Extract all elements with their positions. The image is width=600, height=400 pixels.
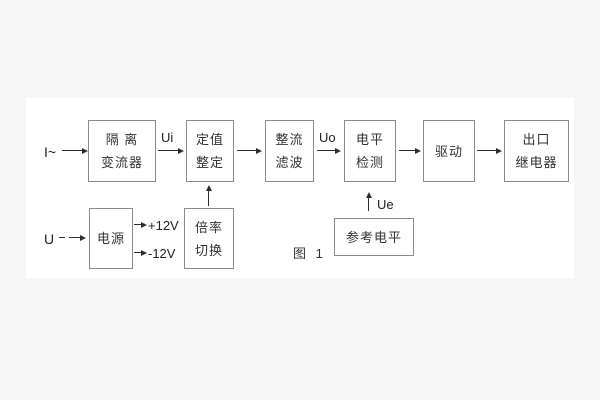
arrow-level-to-drive-icon [399,148,421,155]
signal-ui-label: Ui [161,130,174,145]
block-level-detect: 电平 检测 [344,120,396,182]
arrow-rectifier-to-level-icon [317,148,341,155]
arrow-ratio-to-setpoint-icon [206,185,213,206]
signal-ue-label: Ue [377,197,394,212]
block-text-line: 继电器 [515,155,558,170]
block-text-line: 整定 [195,155,224,170]
block-output-relay: 出口 继电器 [504,120,569,182]
block-text-line: 检测 [355,155,384,170]
block-text-line: 切换 [194,242,223,258]
arrow-isolation-to-setpoint-icon [158,148,184,155]
block-drive: 驱动 [423,120,475,182]
input-voltage-label: U [44,231,55,247]
block-reference-level: 参考电平 [334,218,414,256]
arrow-power-minus12v-icon [134,250,147,257]
signal-minus12v-label: -12V [148,246,176,261]
input-current-label: I~ [44,144,57,160]
arrow-reference-to-level-icon [366,192,373,211]
block-text-line: 隔 离 [105,132,139,147]
arrow-setpoint-to-rectifier-icon [237,148,262,155]
block-text-line: 滤波 [275,155,304,170]
arrow-drive-to-output-icon [477,148,502,155]
block-isolation-transformer: 隔 离 变流器 [88,120,156,182]
block-setpoint-adjust: 定值 整定 [186,120,234,182]
block-text-line: 变流器 [100,155,143,170]
block-text-line: 电平 [355,132,384,147]
block-text-line: 定值 [195,132,224,147]
signal-plus12v-label: +12V [148,218,179,233]
block-text-line: 出口 [522,132,551,147]
block-rectify-filter: 整流 滤波 [265,120,314,182]
block-ratio-switch: 倍率 切换 [184,208,234,269]
voltage-lead-line [59,237,65,238]
block-text-line: 驱动 [434,143,463,159]
block-text-line: 电源 [96,231,125,246]
block-text-line: 参考电平 [345,229,402,245]
arrow-current-to-isolation-icon [62,148,88,155]
block-text-line: 整流 [275,132,304,147]
signal-uo-label: Uo [319,130,336,145]
figure-caption: 图 1 [293,246,326,261]
arrow-voltage-to-power-icon [69,235,86,242]
block-text-line: 倍率 [194,219,223,235]
arrow-power-plus12v-icon [134,222,147,229]
block-power-supply: 电源 [89,208,133,269]
